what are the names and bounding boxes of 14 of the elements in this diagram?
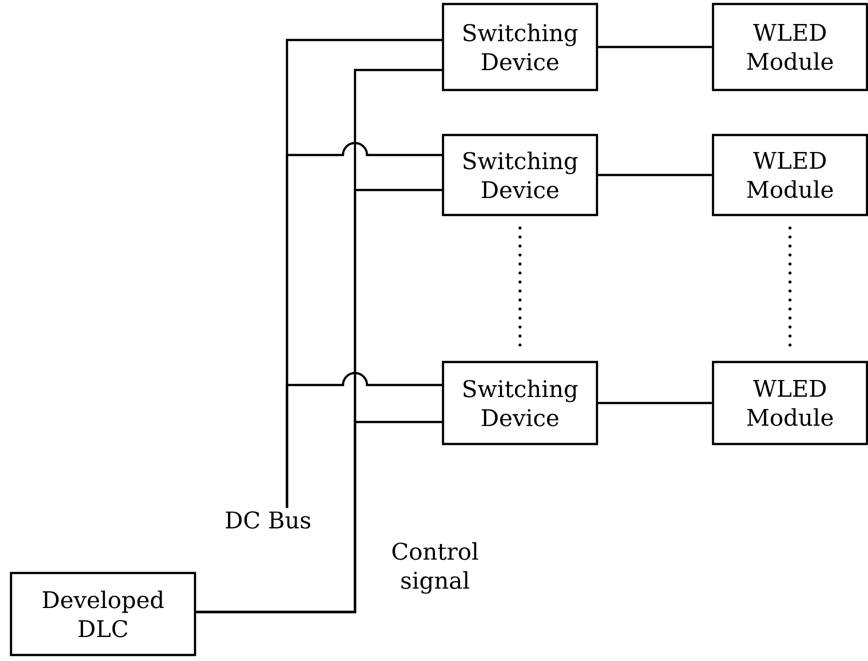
device-box: WLED Module: [712, 134, 868, 216]
device-box: WLED Module: [712, 2, 868, 92]
device-box: Switching Device: [442, 2, 598, 92]
device-box: WLED Module: [712, 360, 868, 446]
bus-label: DC Bus: [226, 511, 310, 529]
device-box: Switching Device: [442, 134, 598, 216]
device-box: Switching Device: [442, 360, 598, 446]
connector-line: [286, 372, 443, 508]
signal-label: Control signal: [392, 542, 478, 594]
connector-line: [598, 46, 712, 48]
device-box: Developed DLC: [10, 572, 196, 656]
connector-line: [598, 402, 712, 404]
connector-line: [196, 420, 443, 614]
connector-line: [598, 174, 712, 176]
